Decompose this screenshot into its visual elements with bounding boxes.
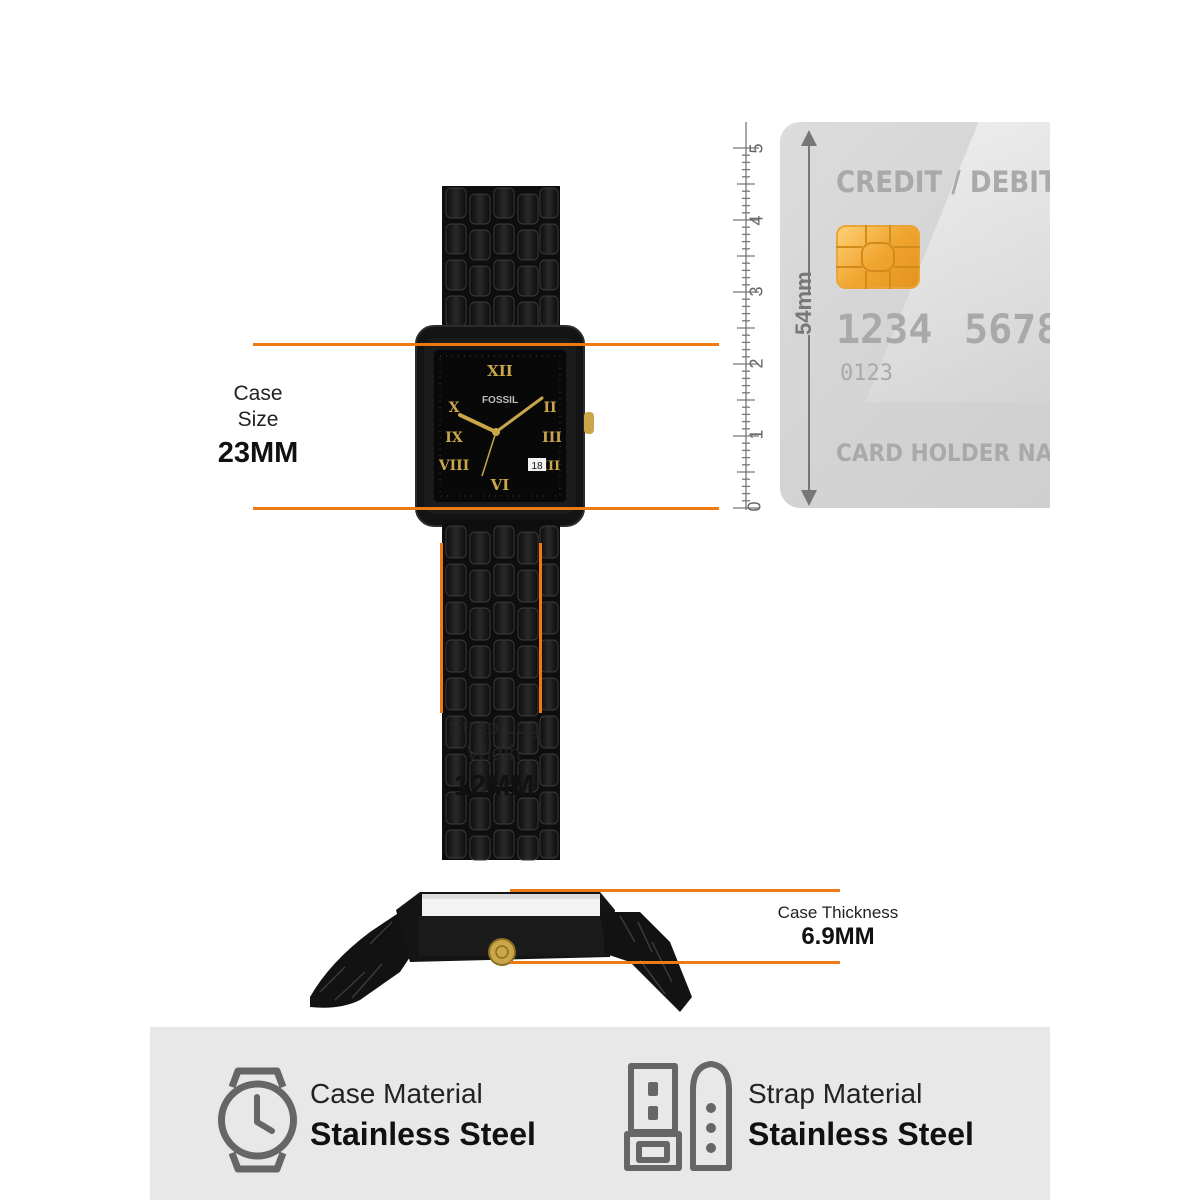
credit-card-chip-icon [836, 225, 920, 289]
strap-width-line-right [539, 543, 542, 713]
strap-material-value: Stainless Steel [748, 1116, 974, 1152]
strap-material-label: Strap Material [748, 1078, 923, 1109]
case-material-value: Stainless Steel [310, 1116, 536, 1152]
ruler-tick-label-1: 1 [746, 429, 767, 440]
card-small-number: 0123 [840, 361, 893, 386]
credit-card-reference: 54mm CREDIT / DEBIT CARD 1234 5678 0123 … [780, 122, 1050, 508]
card-holder-name: CARD HOLDER NAME [836, 439, 1050, 467]
card-height-label: 54mm [791, 271, 817, 335]
case-thickness-line-bottom [510, 961, 840, 964]
watch-front-image: XII VI X II IX III VIII IIII FOSSIL 18 [415, 186, 594, 861]
watch-brand-logo: FOSSIL [482, 395, 518, 406]
strap-width-label-line2: Width [467, 742, 521, 765]
card-number-group-1: 1234 [836, 307, 933, 353]
card-number-group-2: 5678 [964, 307, 1050, 353]
strap-width-line-left [440, 543, 443, 713]
ruler-tick-label-3: 3 [746, 286, 767, 297]
numeral-9: IX [445, 430, 463, 446]
ruler-tick-label-2: 2 [746, 358, 767, 369]
numeral-12: XII [487, 362, 513, 380]
watch-case-icon [218, 1067, 297, 1173]
numeral-3: III [542, 430, 562, 446]
strap-width-value: 12MM [453, 770, 535, 802]
numeral-8: VIII [438, 458, 470, 474]
ruler [733, 122, 759, 510]
ruler-tick-label-5: 5 [746, 143, 767, 154]
numeral-6: VI [490, 476, 510, 494]
materials-band [150, 1027, 1050, 1200]
case-size-line-top [253, 343, 719, 346]
case-size-value: 23MM [217, 437, 299, 469]
case-material-label: Case Material [310, 1078, 483, 1109]
ruler-tick-label-4: 4 [746, 215, 767, 226]
case-size-label-line2: Size [237, 408, 279, 431]
ruler-tick-label-0: 0 [744, 501, 765, 512]
case-thickness-value: 6.9MM [801, 923, 875, 950]
numeral-2: II [543, 400, 556, 416]
case-size-label-line1: Case [233, 382, 283, 405]
card-title: CREDIT / DEBIT CARD [836, 165, 1050, 199]
numeral-10: X [449, 400, 460, 416]
watch-side-image [310, 892, 692, 1012]
case-thickness-label: Case Thickness [777, 903, 899, 922]
watch-strap-icon [624, 1061, 732, 1171]
strap-width-label-line1: Strap/Lug [448, 716, 540, 739]
case-thickness-line-top [510, 889, 840, 892]
case-size-line-bottom [253, 507, 719, 510]
date-window: 18 [531, 461, 543, 472]
